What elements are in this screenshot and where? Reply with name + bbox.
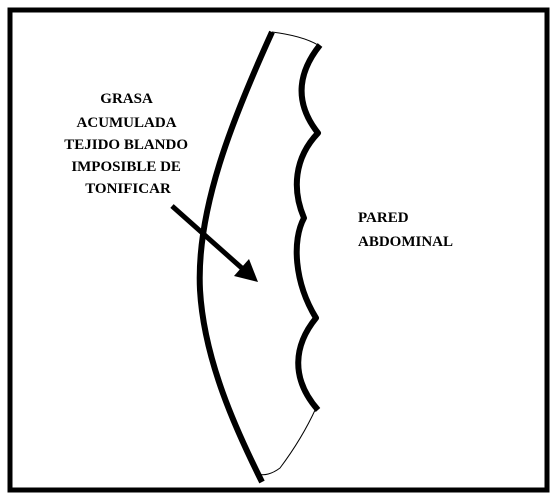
wall-label-line-1: PARED: [358, 210, 409, 226]
fat-label-line-2: ACUMULADA: [77, 115, 177, 131]
fat-label-line-1: GRASA: [100, 91, 153, 107]
diagram-frame: [10, 10, 547, 490]
fat-label-line-3: TEJIDO BLANDO: [64, 137, 188, 153]
fat-label-line-5: TONIFICAR: [85, 181, 171, 197]
wall-label-line-2: ABDOMINAL: [358, 234, 453, 250]
fat-label-line-4: IMPOSIBLE DE: [71, 159, 181, 175]
